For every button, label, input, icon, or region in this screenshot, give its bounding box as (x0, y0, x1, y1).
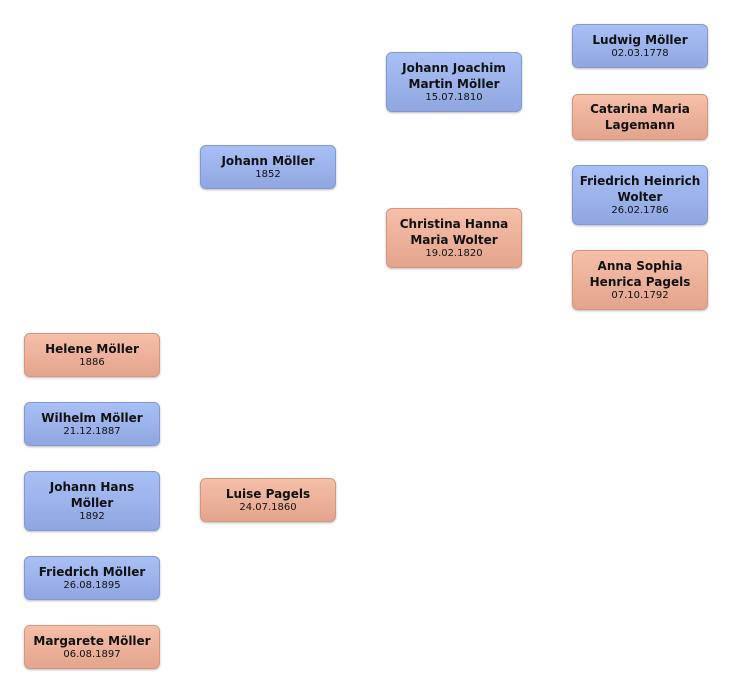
person-date: 1892 (79, 511, 105, 522)
person-card-ludwig-moller[interactable]: Ludwig Möller 02.03.1778 (572, 24, 708, 68)
person-name: Wilhelm Möller (41, 411, 143, 425)
person-date: 26.02.1786 (611, 205, 669, 216)
person-date: 15.07.1810 (425, 92, 483, 103)
person-name: Friedrich Möller (38, 565, 146, 579)
child-card-friedrich-moller[interactable]: Friedrich Möller 26.08.1895 (24, 556, 160, 600)
person-date: 26.08.1895 (63, 580, 121, 591)
child-card-margarete-moller[interactable]: Margarete Möller 06.08.1897 (24, 625, 160, 669)
person-date: 1852 (255, 169, 281, 180)
person-name: Helene Möller (45, 342, 139, 356)
person-name: Anna Sophia Henrica Pagels (589, 259, 691, 289)
person-date: 19.02.1820 (425, 248, 483, 259)
person-date: 21.12.1887 (63, 426, 121, 437)
child-card-wilhelm-moller[interactable]: Wilhelm Möller 21.12.1887 (24, 402, 160, 446)
person-date: 24.07.1860 (239, 502, 297, 513)
person-name: Johann Hans Möller (49, 480, 135, 510)
person-card-christina-hanna-maria-wolter[interactable]: Christina Hanna Maria Wolter 19.02.1820 (386, 208, 522, 268)
person-name: Johann Joachim Martin Möller (402, 61, 506, 91)
person-name: Luise Pagels (225, 487, 311, 501)
person-name: Johann Möller (221, 154, 315, 168)
person-name: Margarete Möller (33, 634, 151, 648)
person-name: Ludwig Möller (592, 33, 688, 47)
child-card-helene-moller[interactable]: Helene Möller 1886 (24, 333, 160, 377)
person-date: 02.03.1778 (611, 48, 669, 59)
person-card-johann-joachim-martin-moller[interactable]: Johann Joachim Martin Möller 15.07.1810 (386, 52, 522, 112)
person-name: Catarina Maria Lagemann (590, 102, 690, 132)
person-name: Friedrich Heinrich Wolter (579, 174, 701, 204)
person-date: 06.08.1897 (63, 649, 121, 660)
person-date: 07.10.1792 (611, 290, 669, 301)
person-card-catarina-maria-lagemann[interactable]: Catarina Maria Lagemann (572, 94, 708, 140)
person-card-anna-sophia-henrica-pagels[interactable]: Anna Sophia Henrica Pagels 07.10.1792 (572, 250, 708, 310)
person-card-johann-moller[interactable]: Johann Möller 1852 (200, 145, 336, 189)
person-card-luise-pagels[interactable]: Luise Pagels 24.07.1860 (200, 478, 336, 522)
person-card-friedrich-heinrich-wolter[interactable]: Friedrich Heinrich Wolter 26.02.1786 (572, 165, 708, 225)
child-card-johann-hans-moller[interactable]: Johann Hans Möller 1892 (24, 471, 160, 531)
person-date: 1886 (79, 357, 105, 368)
person-name: Christina Hanna Maria Wolter (399, 217, 509, 247)
